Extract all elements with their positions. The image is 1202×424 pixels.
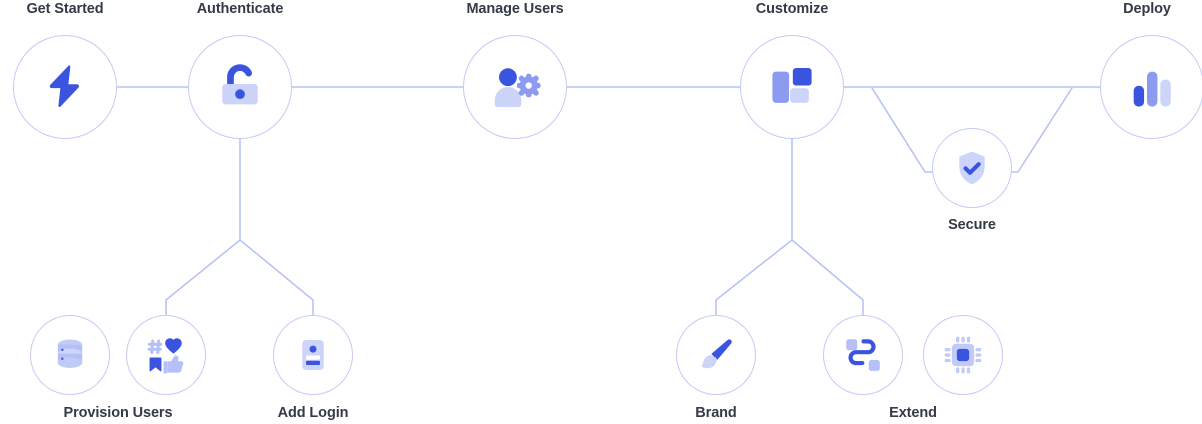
label-customize: Customize — [755, 1, 829, 17]
connector-authenticate-branch-right — [239, 239, 314, 316]
label-authenticate: Authenticate — [196, 1, 284, 17]
lightning-bolt-icon — [49, 65, 79, 107]
connector-customize-branch-right — [791, 239, 864, 316]
node-deploy[interactable] — [1100, 35, 1202, 139]
node-manage-users[interactable] — [463, 35, 567, 139]
label-brand: Brand — [695, 405, 737, 421]
connector-secure-right — [1011, 87, 1073, 173]
id-card-icon — [302, 339, 324, 371]
label-extend: Extend — [889, 405, 937, 421]
label-deploy: Deploy — [1123, 1, 1171, 17]
flow-connector-icon — [846, 339, 880, 371]
label-secure: Secure — [948, 217, 996, 233]
node-brand[interactable] — [676, 315, 756, 395]
node-customize[interactable] — [740, 35, 844, 139]
shield-check-icon — [959, 151, 985, 185]
label-get-started: Get Started — [26, 1, 104, 17]
node-provision-users-database[interactable] — [30, 315, 110, 395]
paintbrush-icon — [701, 339, 732, 369]
social-tags-icon — [147, 338, 184, 374]
label-add-login: Add Login — [277, 405, 349, 421]
unlock-icon — [222, 64, 258, 105]
layout-blocks-icon — [772, 68, 812, 103]
label-provision-users: Provision Users — [63, 405, 173, 421]
user-gear-icon — [494, 68, 541, 108]
connector-secure-left — [871, 87, 933, 173]
connector-authenticate-branch — [165, 138, 241, 316]
node-extend-chip[interactable] — [923, 315, 1003, 395]
node-provision-users-social[interactable] — [126, 315, 206, 395]
chip-icon — [944, 336, 982, 374]
node-secure[interactable] — [932, 128, 1012, 208]
node-add-login[interactable] — [273, 315, 353, 395]
label-manage-users: Manage Users — [466, 1, 564, 17]
node-get-started[interactable] — [13, 35, 117, 139]
node-extend-flow[interactable] — [823, 315, 903, 395]
connector-customize-branch — [715, 138, 793, 316]
database-icon — [57, 339, 83, 368]
bar-chart-icon — [1133, 71, 1171, 107]
node-authenticate[interactable] — [188, 35, 292, 139]
